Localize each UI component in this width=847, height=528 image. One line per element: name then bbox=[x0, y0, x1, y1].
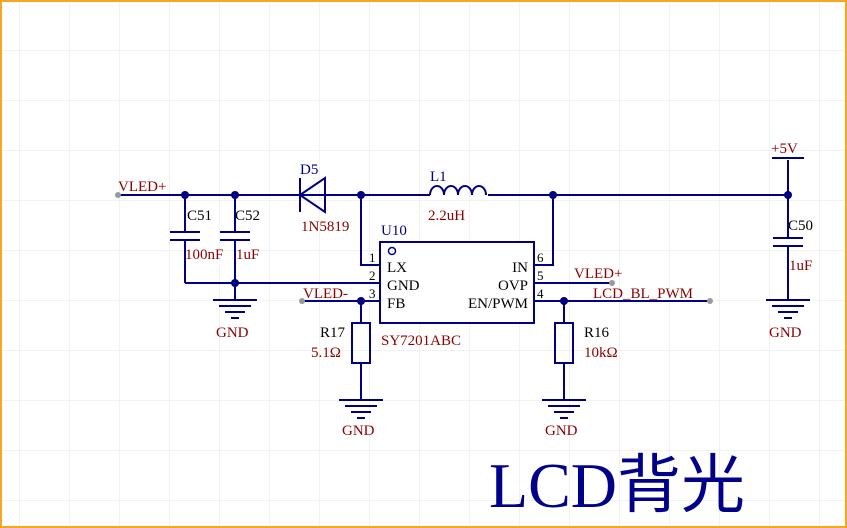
u10-pin-ovp: OVP bbox=[498, 278, 528, 294]
vled-minus-label: VLED- bbox=[303, 286, 348, 302]
r17-ref: R17 bbox=[320, 325, 346, 341]
top-rail-wires bbox=[120, 160, 789, 238]
u10-pin2-num: 2 bbox=[369, 268, 376, 283]
vled-plus-port-dot bbox=[115, 192, 121, 198]
junction-gnd bbox=[231, 279, 239, 287]
lcd-bl-pwm-port-dot bbox=[707, 298, 713, 304]
u10-pin-fb: FB bbox=[387, 296, 405, 312]
gnd-label-1: GND bbox=[216, 325, 249, 341]
u10-pin-gnd: GND bbox=[387, 278, 420, 294]
r17-value: 5.1Ω bbox=[311, 345, 341, 361]
capacitor-c51[interactable] bbox=[170, 195, 200, 283]
c52-ref: C52 bbox=[235, 208, 260, 224]
c51-ref: C51 bbox=[187, 208, 212, 224]
lcd-bl-pwm-label: LCD_BL_PWM bbox=[593, 286, 693, 302]
u10-pin-en-pwm: EN/PWM bbox=[468, 296, 528, 312]
diode-d5[interactable] bbox=[296, 176, 330, 214]
c50-value: 1uF bbox=[789, 258, 812, 274]
l1-ref: L1 bbox=[430, 169, 447, 185]
u10-pin3-num: 3 bbox=[369, 286, 376, 301]
gnd-symbol-2 bbox=[339, 399, 383, 419]
ic-u10[interactable] bbox=[379, 241, 535, 324]
u10-value: SY7201ABC bbox=[381, 333, 461, 349]
c52-value: 1uF bbox=[236, 247, 259, 263]
l1-value: 2.2uH bbox=[428, 208, 465, 224]
u10-ref: U10 bbox=[381, 223, 407, 239]
u10-pin-in: IN bbox=[512, 260, 528, 276]
r16-ref: R16 bbox=[584, 325, 610, 341]
in-wire bbox=[534, 195, 554, 266]
u10-pin4-num: 4 bbox=[537, 286, 544, 301]
c50-ref: C50 bbox=[788, 218, 813, 234]
c51-value: 100nF bbox=[185, 247, 223, 263]
sheet-title: LCD背光 bbox=[489, 450, 745, 521]
vled-plus-left-label: VLED+ bbox=[118, 179, 166, 195]
d5-value: 1N5819 bbox=[301, 219, 349, 235]
gnd-label-4: GND bbox=[769, 325, 802, 341]
gnd-symbol-3 bbox=[542, 399, 586, 419]
lx-wire bbox=[360, 195, 380, 266]
gnd-symbol-1 bbox=[213, 299, 257, 319]
d5-ref: D5 bbox=[300, 162, 318, 178]
capacitor-c52[interactable] bbox=[220, 195, 250, 300]
u10-pin1-num: 1 bbox=[369, 250, 376, 265]
u10-pin-lx: LX bbox=[387, 260, 407, 276]
u10-pin5-num: 5 bbox=[537, 268, 544, 283]
inductor-l1[interactable] bbox=[429, 185, 487, 196]
gnd-symbol-4 bbox=[766, 299, 810, 319]
gnd-label-3: GND bbox=[545, 423, 578, 439]
resistor-r16[interactable] bbox=[554, 301, 574, 400]
vled-plus-right-label: VLED+ bbox=[574, 266, 622, 282]
resistor-r17[interactable] bbox=[351, 301, 371, 400]
junction-5v-node bbox=[784, 191, 792, 199]
vled-minus-port-dot bbox=[299, 298, 305, 304]
gnd-label-2: GND bbox=[342, 423, 375, 439]
u10-pin6-num: 6 bbox=[537, 250, 544, 265]
capacitor-c50[interactable] bbox=[773, 237, 803, 300]
plus5v-label: +5V bbox=[771, 141, 798, 157]
r16-value: 10kΩ bbox=[584, 345, 618, 361]
vled-plus-right-port-dot bbox=[609, 280, 615, 286]
